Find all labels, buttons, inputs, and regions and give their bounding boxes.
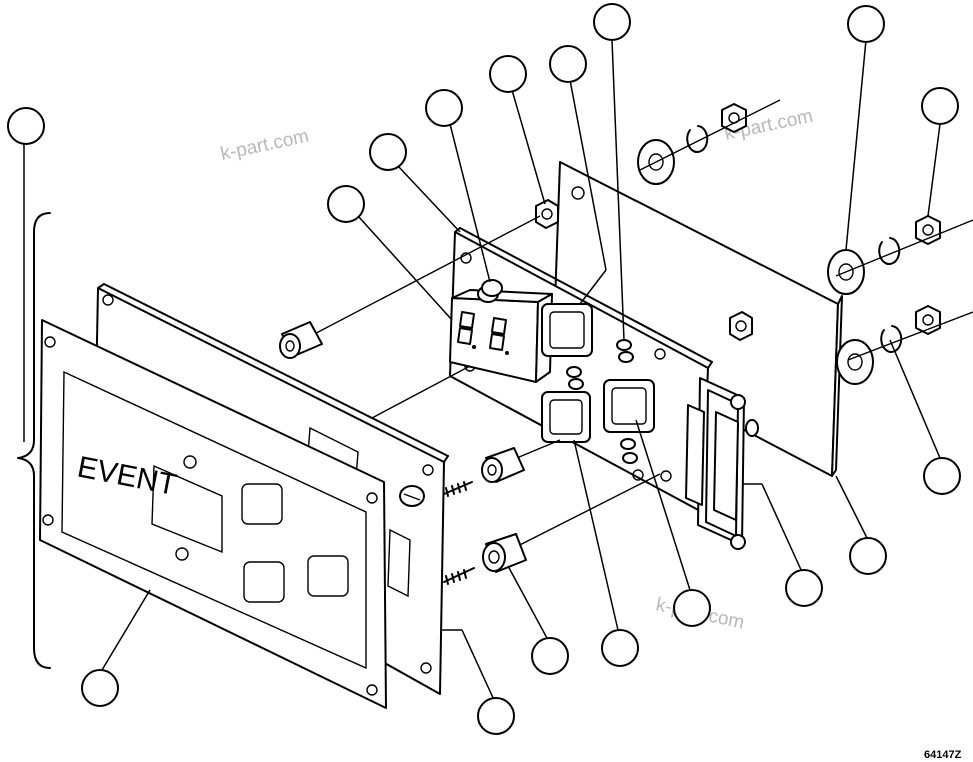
assembly-axis-line: [835, 219, 973, 277]
callout-bubble: [81, 669, 119, 707]
lock-washer: [880, 325, 903, 353]
spacer: [481, 447, 525, 483]
figure-code: 64147Z: [924, 749, 962, 761]
watermark: k-part.com: [219, 126, 311, 165]
spacer: [482, 533, 527, 573]
callout-bubble: [673, 589, 711, 627]
edge-connector: [685, 377, 759, 550]
push-button-switch: [541, 391, 591, 443]
leader-lines: [23, 39, 941, 701]
assembly-axis-line: [279, 215, 541, 353]
callout-bubble: [369, 133, 407, 171]
callout-bubble: [477, 697, 515, 735]
screw: [443, 567, 475, 585]
screw: [443, 481, 473, 497]
callout-bubble: [425, 89, 463, 127]
rear-mounting-plate: [553, 161, 843, 477]
callout-bubble: [923, 457, 961, 495]
callout-bubble: [489, 55, 527, 93]
callout-bubble: [549, 45, 587, 83]
assembly-axis-line: [499, 473, 661, 556]
push-button-switch: [603, 379, 655, 433]
lock-washer: [878, 237, 901, 265]
hex-nut: [535, 199, 559, 229]
hex-nut: [721, 103, 747, 133]
assembly-axis-line: [639, 99, 781, 171]
callout-bubble: [785, 569, 823, 607]
lock-washer: [686, 125, 709, 153]
callout-bubble: [593, 3, 631, 41]
callout-bubble: [849, 537, 887, 575]
led-indicator: [477, 279, 503, 303]
callout-bubbles: [7, 3, 961, 735]
callout-bubble: [7, 107, 45, 145]
callout-bubble: [847, 5, 885, 43]
callout-bubble: [327, 185, 365, 223]
hex-nut: [729, 311, 753, 341]
callout-bubble: [601, 629, 639, 667]
assembly-axis-line: [847, 311, 973, 361]
flat-washer: [836, 339, 874, 385]
callout-bubble: [531, 637, 569, 675]
front-overlay-panel: EVENT: [39, 319, 387, 709]
hex-nut: [915, 215, 941, 245]
push-button-switch: [541, 303, 593, 357]
assembly-bracket: [17, 212, 51, 669]
spacer: [279, 321, 323, 359]
callout-bubble: [921, 87, 959, 125]
assembly-axis-line: [371, 365, 471, 419]
